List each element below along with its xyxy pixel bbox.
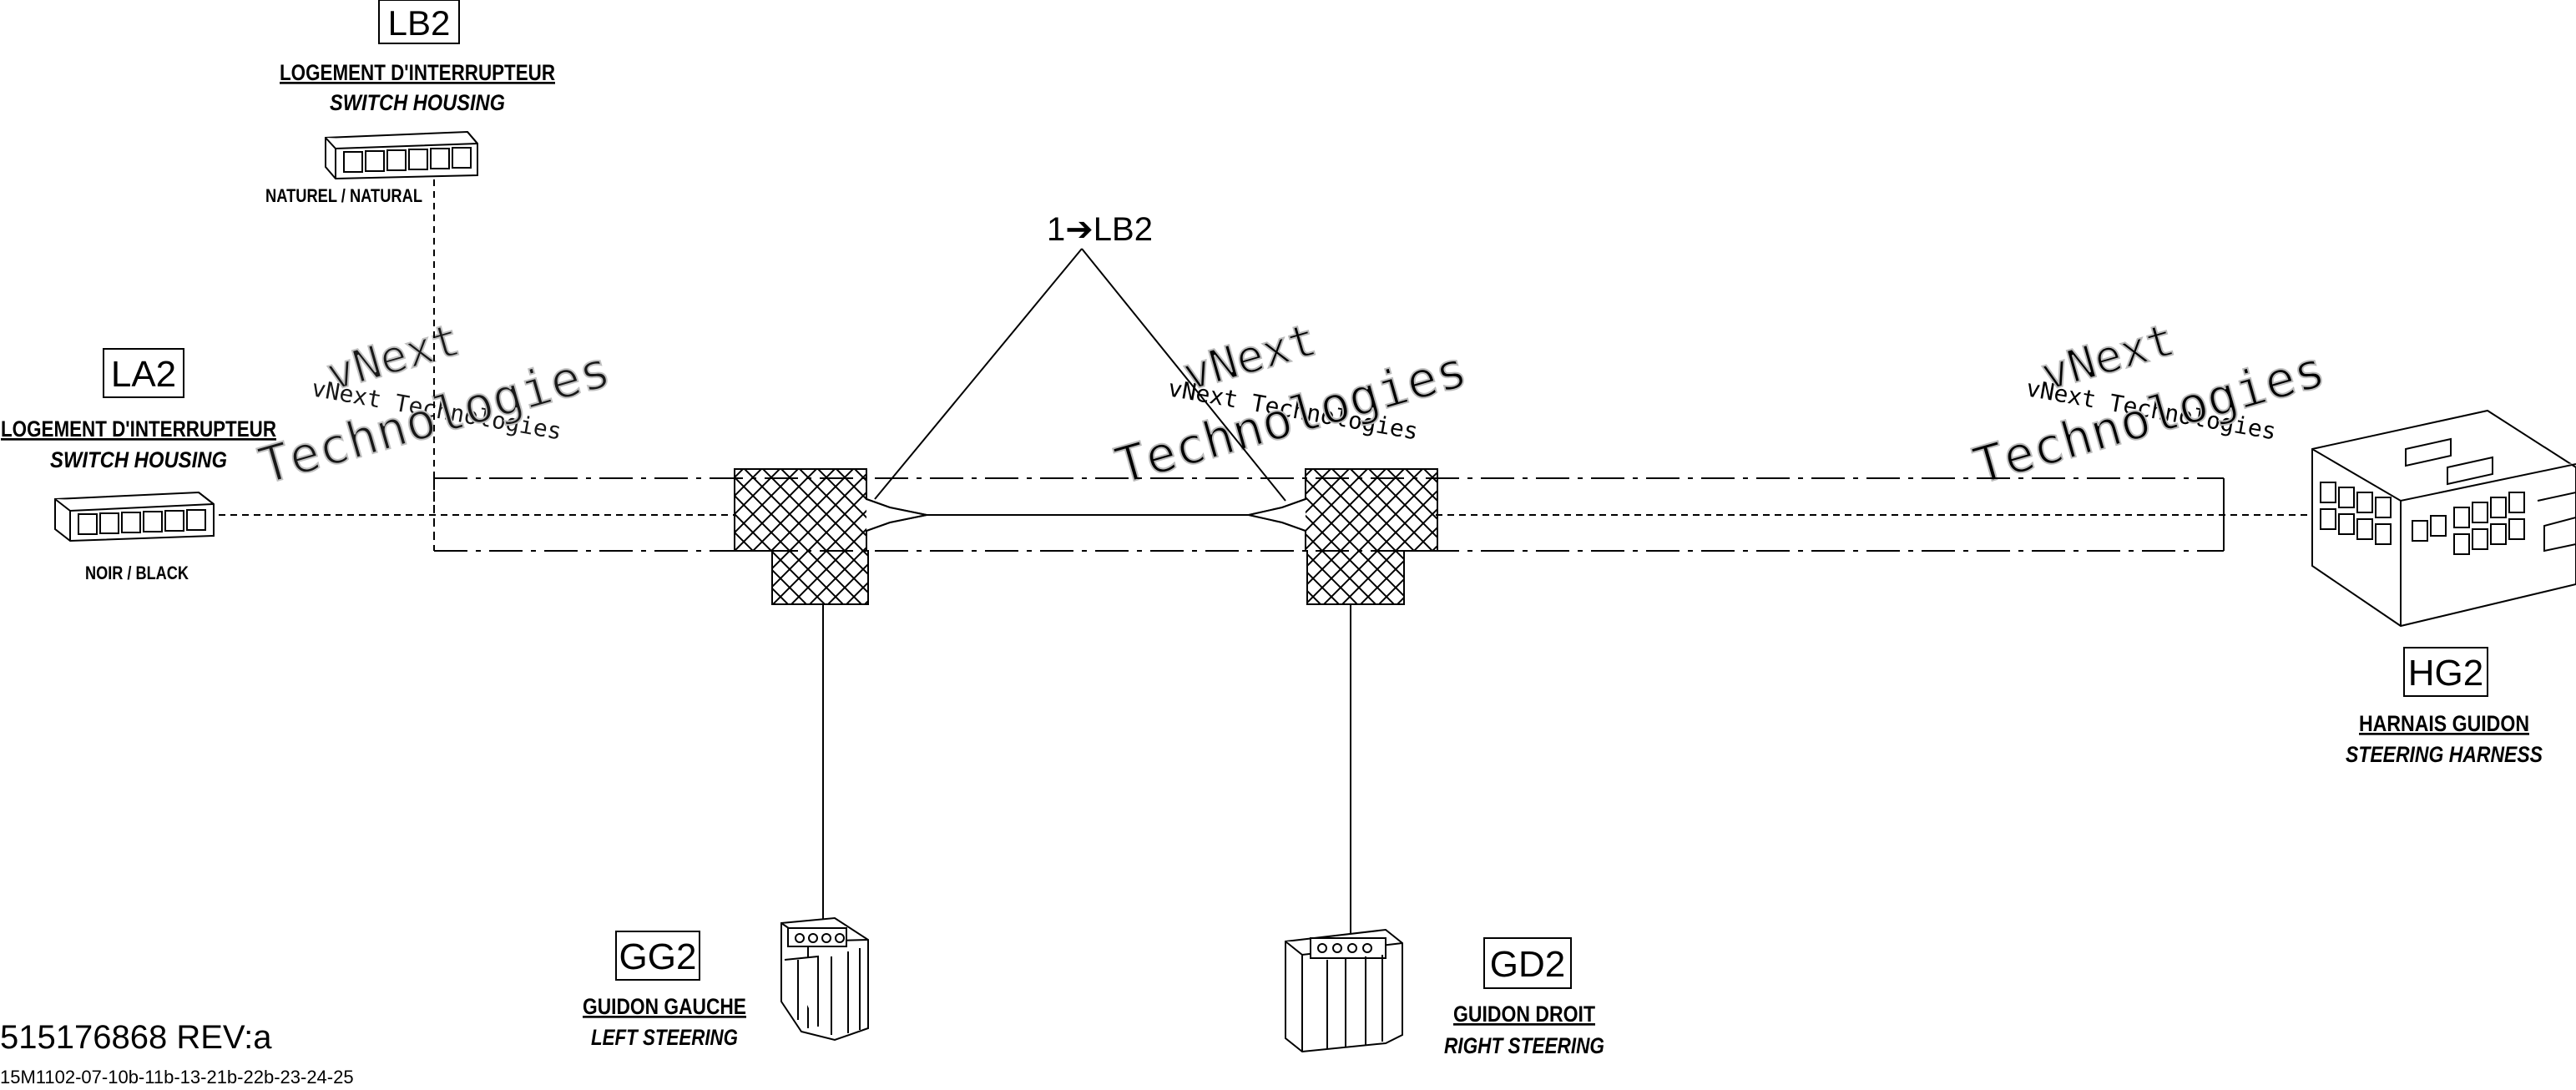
connector-lb2[interactable]: LB2 LOGEMENT D'INTERRUPTEUR SWITCH HOUSI…	[265, 0, 555, 206]
code-box	[103, 348, 184, 398]
connector-name-fr: GUIDON GAUCHE	[583, 994, 746, 1019]
connector-code: HG2	[2408, 653, 2483, 694]
drawing-reference: 15M1102-07-10b-11b-13-21b-22b-23-24-25	[0, 1067, 354, 1086]
connector-gd2[interactable]: GD2 GUIDON DROIT RIGHT STEERING	[1285, 928, 1604, 1058]
connector-code: LA2	[111, 354, 176, 395]
connector-name-en: LEFT STEERING	[591, 1025, 738, 1050]
connector-name-fr: GUIDON DROIT	[1453, 1002, 1595, 1027]
branch-wires	[822, 605, 1351, 939]
splice-left	[734, 468, 927, 605]
connector-name-en: RIGHT STEERING	[1444, 1033, 1604, 1058]
watermark-right: vNext Technologies vNext Technologies	[1967, 312, 2332, 497]
connector-code: GG2	[619, 936, 697, 977]
connector-gg2[interactable]: GG2 GUIDON GAUCHE LEFT STEERING	[583, 916, 869, 1050]
code-box	[615, 931, 700, 981]
connector-la2[interactable]: LA2 LOGEMENT D'INTERRUPTEUR SWITCH HOUSI…	[1, 348, 276, 583]
connector-hg2[interactable]: HG2 HARNAIS GUIDON STEERING HARNESS	[2311, 409, 2576, 767]
connector-name-en: SWITCH HOUSING	[50, 447, 227, 472]
connector-housing-icon	[2311, 409, 2576, 628]
connector-housing-icon	[780, 916, 869, 1042]
code-box	[2403, 647, 2488, 697]
connector-name-en: SWITCH HOUSING	[330, 90, 505, 115]
connector-name-fr: HARNAIS GUIDON	[2359, 711, 2529, 736]
connector-name-en: STEERING HARNESS	[2346, 742, 2543, 767]
callout-leader	[874, 248, 1286, 502]
connector-color: NOIR / BLACK	[85, 563, 189, 583]
connector-housing-icon	[54, 491, 215, 542]
connector-housing-icon	[325, 130, 478, 180]
connector-code: GD2	[1490, 944, 1565, 985]
code-box	[378, 0, 460, 44]
part-number: 515176868 REV:a	[0, 1019, 272, 1056]
splice-right	[1248, 468, 1438, 605]
connector-code: LB2	[388, 3, 451, 43]
callout-label: 1➔LB2	[1047, 211, 1153, 248]
connector-name-fr: LOGEMENT D'INTERRUPTEUR	[280, 60, 555, 85]
code-box	[1483, 937, 1572, 989]
main-wire	[219, 179, 2312, 516]
connector-color: NATUREL / NATURAL	[265, 185, 422, 206]
connector-housing-icon	[1285, 928, 1403, 1053]
connector-name-fr: LOGEMENT D'INTERRUPTEUR	[1, 416, 276, 442]
